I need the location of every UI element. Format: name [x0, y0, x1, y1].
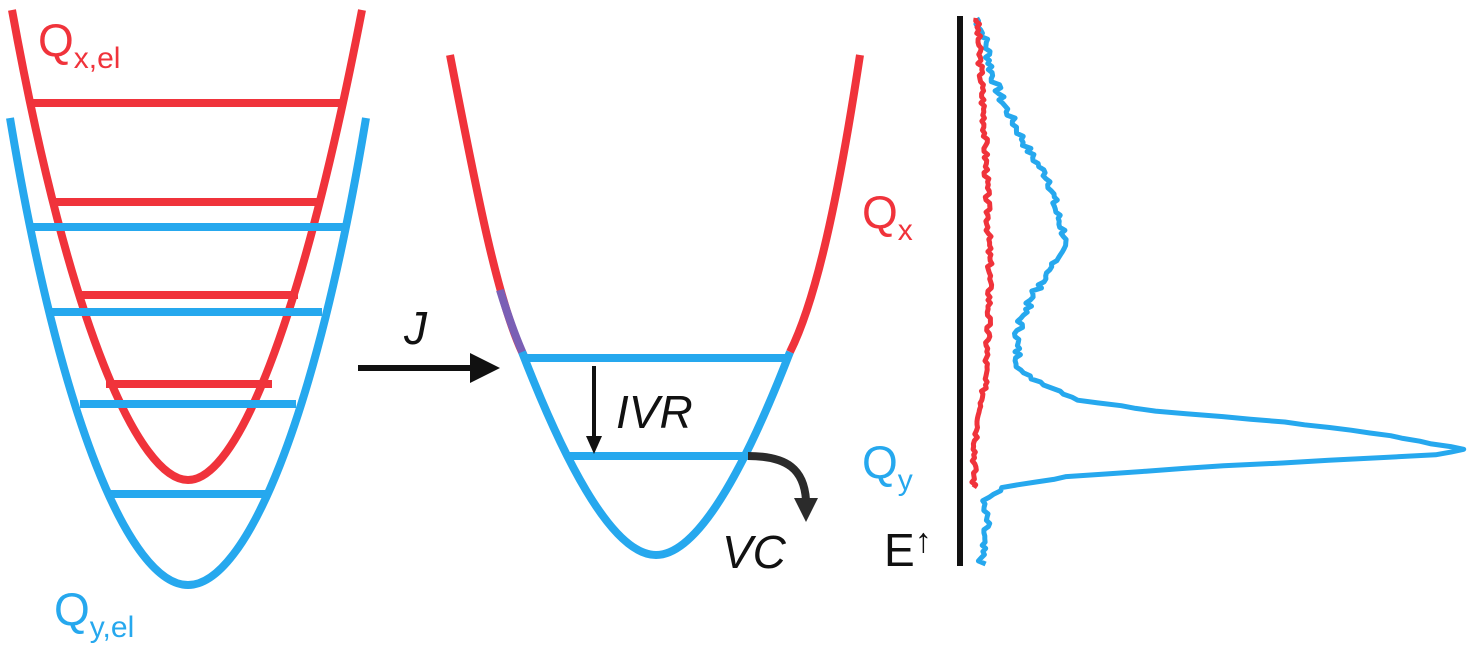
- qy-el-label: Qy,el: [54, 583, 134, 644]
- left-wells-group: Qx,el Qy,el: [6, 9, 370, 644]
- vc-label: VC: [722, 526, 787, 578]
- spectrum-group: E↑: [884, 16, 1467, 576]
- coupling-arrow-head: [470, 353, 500, 383]
- mixed-potential-curve-upper-left: [446, 54, 526, 354]
- mixed-well-group: IVR VC Qx Qy: [446, 54, 913, 578]
- qx-el-label: Qx,el: [38, 14, 120, 75]
- mixed-potential-curve-upper-right: [786, 54, 864, 354]
- mixed-potential-curve-lower: [518, 350, 794, 560]
- qx-label: Qx: [862, 186, 913, 247]
- ivr-label: IVR: [616, 386, 693, 438]
- mixed-potential-curve-transition-left: [496, 288, 528, 358]
- qy-spectrum-trace: [973, 16, 1467, 567]
- qy-label: Qy: [862, 436, 913, 497]
- ivr-arrow-head: [586, 436, 602, 454]
- qx-spectrum-trace: [969, 17, 995, 490]
- vc-arrow: [747, 452, 810, 501]
- energy-axis-label: E↑: [884, 522, 932, 576]
- qy-el-potential-curve: [6, 117, 370, 590]
- qx-el-potential-curve: [8, 9, 366, 485]
- vc-arrow-head: [794, 498, 818, 522]
- coupling-arrow-group: J: [358, 302, 500, 383]
- coupling-label: J: [403, 302, 428, 354]
